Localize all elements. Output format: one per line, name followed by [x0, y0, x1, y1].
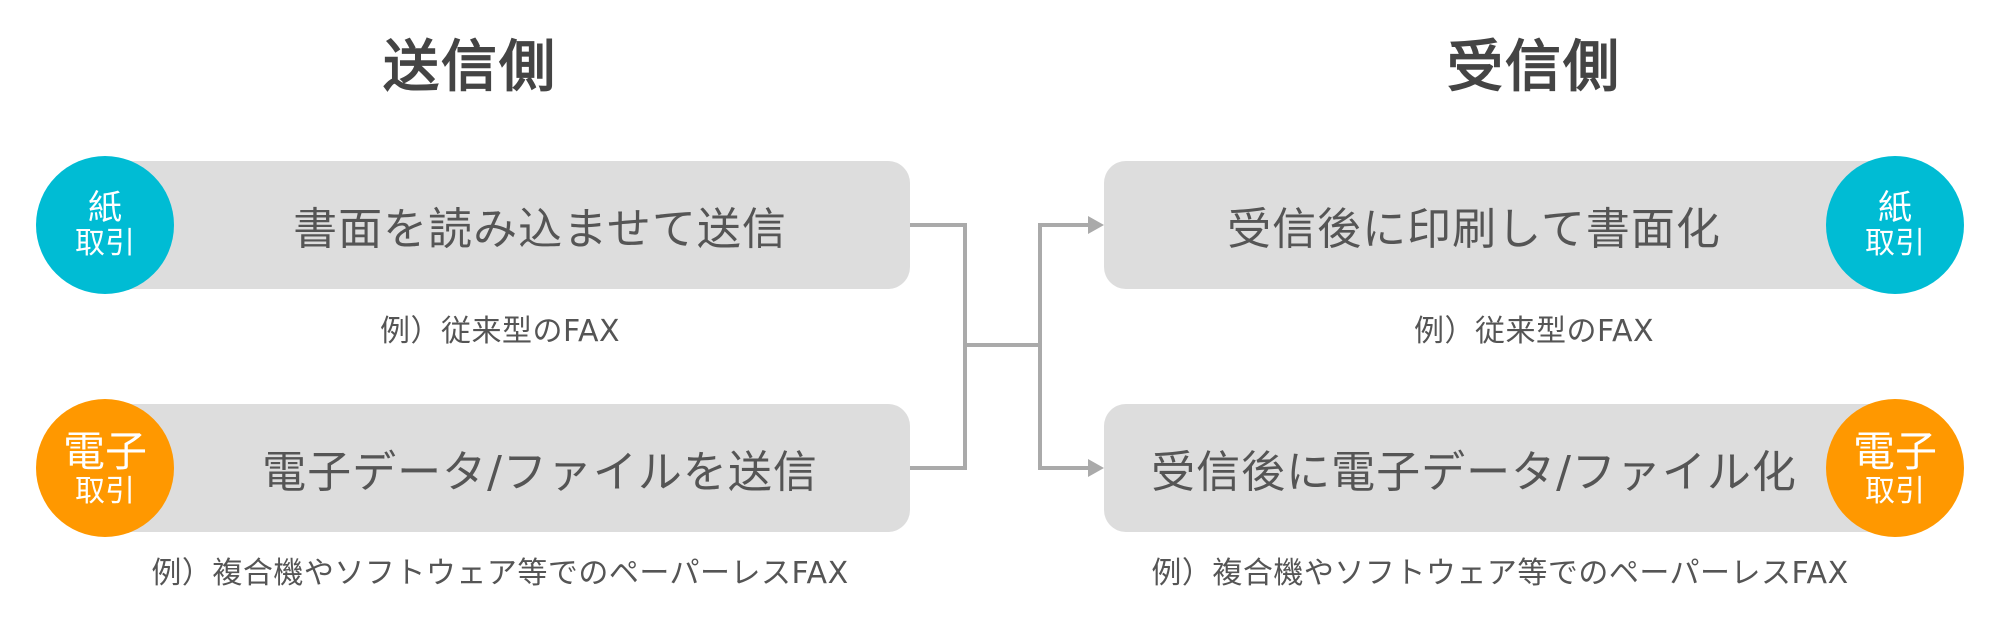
receiver-heading: 受信側	[1447, 35, 1621, 100]
sender-paper-badge: 紙 取引	[36, 156, 174, 294]
badge-bottom-text: 取引	[75, 473, 135, 509]
badge-bottom-text: 取引	[1865, 473, 1925, 509]
badge-top-text: 紙	[88, 188, 122, 229]
sender-paper-label: 書面を読み込ませて送信	[293, 204, 787, 255]
receiver-paper-box: 受信後に印刷して書面化	[1104, 161, 1924, 289]
sender-paper-example: 例）従来型のFAX	[379, 314, 621, 349]
receiver-digital-label: 受信後に電子データ/ファイル化	[1151, 447, 1797, 498]
connector-sender-digital	[910, 345, 967, 470]
badge-bottom-text: 取引	[1865, 226, 1925, 262]
sender-digital-example: 例）複合機やソフトウェア等でのペーパーレスFAX	[151, 556, 849, 591]
receiver-paper-badge: 紙 取引	[1826, 156, 1964, 294]
receiver-digital-badge: 電子 取引	[1826, 399, 1964, 537]
receiver-paper-example: 例）従来型のFAX	[1413, 314, 1655, 349]
badge-top-text: 紙	[1878, 188, 1912, 229]
connector-receiver-digital	[1038, 345, 1090, 470]
receiver-paper-label: 受信後に印刷して書面化	[1227, 204, 1721, 255]
sender-digital-label: 電子データ/ファイルを送信	[262, 447, 818, 498]
badge-top-text: 電子	[62, 426, 147, 476]
sender-paper-box: 書面を読み込ませて送信	[90, 161, 910, 289]
sender-digital-box: 電子データ/ファイルを送信	[90, 404, 910, 532]
arrow-head-receiver-digital	[1088, 459, 1104, 477]
connector-sender-paper	[910, 223, 967, 345]
arrow-head-receiver-paper	[1088, 216, 1104, 234]
receiver-digital-example: 例）複合機やソフトウェア等でのペーパーレスFAX	[1151, 556, 1849, 591]
connector-receiver-paper	[1038, 223, 1090, 345]
receiver-digital-box: 受信後に電子データ/ファイル化	[1104, 404, 1924, 532]
sender-digital-badge: 電子 取引	[36, 399, 174, 537]
sender-heading: 送信側	[383, 35, 557, 100]
badge-bottom-text: 取引	[75, 226, 135, 262]
badge-top-text: 電子	[1852, 426, 1937, 476]
